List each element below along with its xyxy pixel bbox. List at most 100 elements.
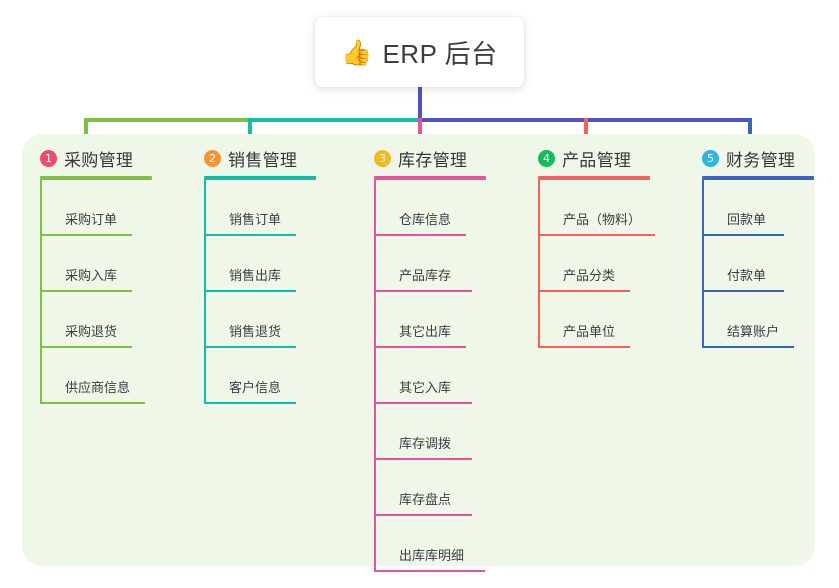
leaf-label: 产品库存 [399, 268, 452, 283]
leaf-label: 仓库信息 [399, 212, 452, 227]
leaf-rule [702, 346, 794, 348]
branch-header-sales[interactable]: 2 销售管理 [204, 146, 329, 170]
leaf-label: 采购入库 [65, 268, 118, 283]
branch-column-inventory: 3 库存管理 仓库信息 产品库存 其它出库 其它入库 库存调拨 [374, 146, 504, 572]
leaf-rule [40, 346, 132, 348]
leaf-label: 采购退货 [65, 324, 118, 339]
leaf-label: 回款单 [727, 212, 767, 227]
leaf-item[interactable]: 仓库信息 [374, 180, 504, 236]
leaf-label: 库存盘点 [399, 492, 452, 507]
branch-rule-1 [40, 176, 152, 180]
leaf-rule [374, 234, 466, 236]
branch-title-5: 财务管理 [726, 150, 796, 170]
branch-header-inventory[interactable]: 3 库存管理 [374, 146, 504, 170]
branch-title-2: 销售管理 [228, 150, 298, 170]
branch-badge-3: 3 [374, 149, 391, 167]
leaf-rule [538, 290, 630, 292]
leaf-rule [374, 290, 472, 292]
leaf-rule [374, 346, 466, 348]
branch-column-sales: 2 销售管理 销售订单 销售出库 销售退货 客户信息 [204, 146, 329, 404]
leaf-list-3: 仓库信息 产品库存 其它出库 其它入库 库存调拨 库存盘点 [374, 180, 504, 572]
leaf-item[interactable]: 采购退货 [40, 292, 165, 348]
leaf-rule [40, 290, 132, 292]
leaf-item[interactable]: 出库库明细 [374, 516, 504, 572]
leaf-item[interactable]: 客户信息 [204, 348, 329, 404]
leaf-rule [702, 234, 784, 236]
leaf-list-5: 回款单 付款单 结算账户 [702, 180, 827, 348]
leaf-label: 产品分类 [563, 268, 616, 283]
leaf-rule [538, 346, 630, 348]
branch-title-4: 产品管理 [562, 150, 632, 170]
leaf-list-4: 产品（物料） 产品分类 产品单位 [538, 180, 678, 348]
branch-rule-5 [702, 176, 814, 180]
leaf-rule [204, 346, 296, 348]
thumbs-up-icon: 👍 [341, 37, 373, 67]
leaf-item[interactable]: 销售订单 [204, 180, 329, 236]
branch-badge-2: 2 [204, 149, 221, 167]
branch-rule-4 [538, 176, 650, 180]
branch-column-product: 4 产品管理 产品（物料） 产品分类 产品单位 [538, 146, 678, 348]
branch-column-purchasing: 1 采购管理 采购订单 采购入库 采购退货 供应商信息 [40, 146, 165, 404]
branch-rule-3 [374, 176, 486, 180]
leaf-rule [538, 234, 655, 236]
leaf-item[interactable]: 产品（物料） [538, 180, 678, 236]
leaf-label: 供应商信息 [65, 380, 131, 395]
leaf-list-1: 采购订单 采购入库 采购退货 供应商信息 [40, 180, 165, 404]
branch-badge-5: 5 [702, 149, 719, 167]
leaf-item[interactable]: 供应商信息 [40, 348, 165, 404]
branch-badge-4: 4 [538, 149, 555, 167]
branch-column-finance: 5 财务管理 回款单 付款单 结算账户 [702, 146, 827, 348]
leaf-spine-3 [374, 180, 376, 572]
branch-header-product[interactable]: 4 产品管理 [538, 146, 678, 170]
leaf-rule [374, 458, 472, 460]
diagram-panel [22, 134, 815, 566]
leaf-item[interactable]: 结算账户 [702, 292, 827, 348]
leaf-spine-4 [538, 180, 540, 348]
leaf-item[interactable]: 库存调拨 [374, 404, 504, 460]
leaf-rule [374, 570, 485, 572]
leaf-rule [374, 402, 472, 404]
leaf-spine-1 [40, 180, 42, 404]
leaf-item[interactable]: 库存盘点 [374, 460, 504, 516]
branch-title-3: 库存管理 [398, 150, 468, 170]
leaf-list-2: 销售订单 销售出库 销售退货 客户信息 [204, 180, 329, 404]
leaf-rule [702, 290, 784, 292]
branch-rule-2 [204, 176, 316, 180]
leaf-label: 销售订单 [229, 212, 282, 227]
leaf-item[interactable]: 销售退货 [204, 292, 329, 348]
leaf-item[interactable]: 采购订单 [40, 180, 165, 236]
leaf-rule [204, 234, 296, 236]
leaf-spine-5 [702, 180, 704, 348]
leaf-item[interactable]: 其它入库 [374, 348, 504, 404]
leaf-item[interactable]: 回款单 [702, 180, 827, 236]
leaf-item[interactable]: 产品库存 [374, 236, 504, 292]
leaf-label: 结算账户 [727, 324, 780, 339]
leaf-label: 采购订单 [65, 212, 118, 227]
root-node[interactable]: 👍 ERP 后台 [315, 17, 524, 87]
leaf-item[interactable]: 采购入库 [40, 236, 165, 292]
root-title: ERP 后台 [382, 38, 498, 69]
branch-badge-1: 1 [40, 149, 57, 167]
leaf-item[interactable]: 产品单位 [538, 292, 678, 348]
leaf-label: 销售退货 [229, 324, 282, 339]
leaf-label: 付款单 [727, 268, 767, 283]
leaf-rule [40, 234, 132, 236]
leaf-label: 库存调拨 [399, 436, 452, 451]
leaf-item[interactable]: 产品分类 [538, 236, 678, 292]
leaf-spine-2 [204, 180, 206, 404]
leaf-item[interactable]: 其它出库 [374, 292, 504, 348]
leaf-label: 其它出库 [399, 324, 452, 339]
leaf-label: 客户信息 [229, 380, 282, 395]
leaf-rule [204, 402, 296, 404]
branch-header-finance[interactable]: 5 财务管理 [702, 146, 827, 170]
leaf-label: 产品（物料） [563, 212, 642, 227]
branch-title-1: 采购管理 [64, 150, 134, 170]
leaf-item[interactable]: 销售出库 [204, 236, 329, 292]
leaf-item[interactable]: 付款单 [702, 236, 827, 292]
leaf-label: 销售出库 [229, 268, 282, 283]
leaf-rule [374, 514, 472, 516]
leaf-label: 产品单位 [563, 324, 616, 339]
leaf-rule [204, 290, 296, 292]
leaf-rule [40, 402, 145, 404]
branch-header-purchasing[interactable]: 1 采购管理 [40, 146, 165, 170]
